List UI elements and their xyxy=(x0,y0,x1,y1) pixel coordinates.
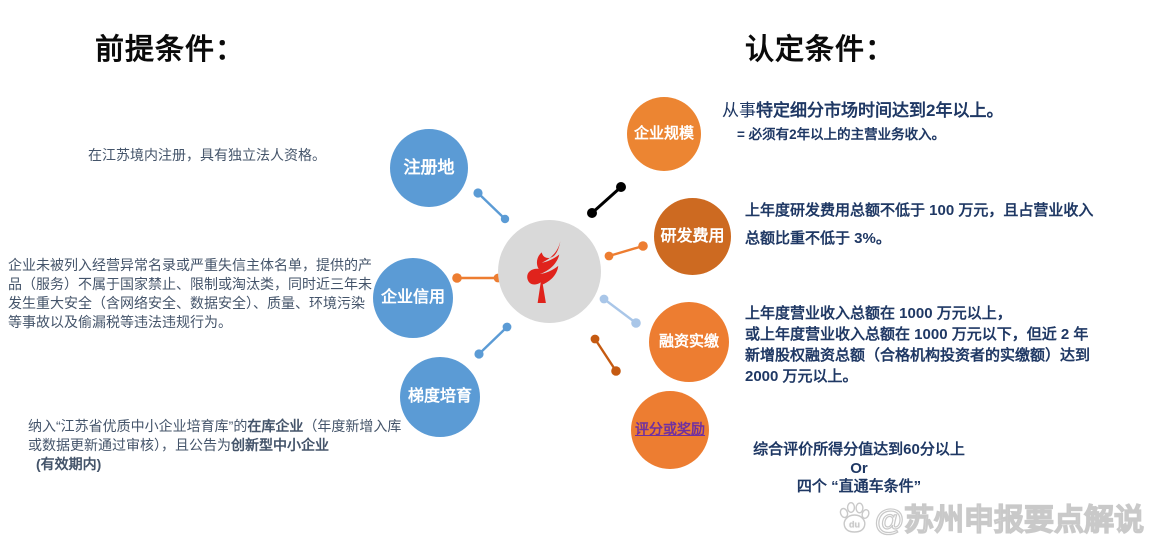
score-text-line2: Or xyxy=(850,459,868,477)
node-rnd: 研发费用 xyxy=(654,198,731,275)
rnd-text: 上年度研发费用总额不低于 100 万元，且占营业收入总额比重不低于 3%。 xyxy=(745,202,1094,247)
connector-financing xyxy=(599,294,641,328)
credit-text: 企业未被列入经营异常名录或严重失信主体名单，提供的产品（服务）不属于国家禁止、限… xyxy=(8,257,372,330)
financing-text: 上年度营业收入总额在 1000 万元以上， 或上年度营业收入总额在 1000 万… xyxy=(745,303,1100,387)
node-registration: 注册地 xyxy=(390,129,468,207)
node-rnd-label: 研发费用 xyxy=(660,227,725,245)
scale-text-lead: 从事 xyxy=(722,101,756,120)
tier-text-bold2: 创新型中小企业 xyxy=(231,437,329,453)
scale-text-line1: 从事特定细分市场时间达到2年以上。 xyxy=(722,100,1052,121)
center-logo-node xyxy=(498,220,601,323)
node-score-link-label[interactable]: 评分或奖励 xyxy=(635,421,705,438)
tier-text-run2: （年度新增入库或数据更新通过审核），且公告为 xyxy=(28,418,402,453)
node-score[interactable]: 评分或奖励 xyxy=(631,391,709,469)
score-text-line1: 综合评价所得分值达到60分以上 xyxy=(753,441,965,458)
financing-text-line1: 上年度营业收入总额在 1000 万元以上， xyxy=(745,305,1012,322)
financing-text-line2: 或上年度营业收入总额在 1000 万元以下，但近 2 年新增股权融资总额（合格机… xyxy=(745,326,1091,385)
node-credit-label: 企业信用 xyxy=(380,289,445,307)
prerequisites-title: 前提条件： xyxy=(95,34,246,66)
scale-text: 从事特定细分市场时间达到2年以上。 = 必须有2年以上的主营业务收入。 xyxy=(722,100,1052,145)
registration-text: 在江苏境内注册，具有独立法人资格。 xyxy=(88,147,326,163)
flame-logo-icon xyxy=(526,240,560,303)
connector-registration xyxy=(473,188,510,224)
node-credit: 企业信用 xyxy=(373,258,453,338)
score-text-line3: 四个 “直通车条件” xyxy=(796,478,922,495)
certification-title: 认定条件： xyxy=(745,34,896,66)
connector-scale xyxy=(587,182,626,218)
node-financing-label: 融资实缴 xyxy=(658,332,719,350)
tier-text: 纳入“江苏省优质中小企业培育库”的在库企业（年度新增入库或数据更新通过审核），且… xyxy=(28,417,410,474)
tier-text-bold3: (有效期内) xyxy=(36,456,102,472)
node-scale: 企业规模 xyxy=(627,97,701,171)
paw-du-text: du xyxy=(849,520,860,530)
connector-rnd xyxy=(604,241,648,261)
node-financing: 融资实缴 xyxy=(649,302,729,382)
baidu-paw-icon: du xyxy=(836,499,872,535)
tier-text-bold1: 在库企业 xyxy=(247,418,304,434)
node-tier: 梯度培育 xyxy=(400,357,480,437)
scale-text-subtext: = 必须有2年以上的主营业务收入。 xyxy=(737,127,946,142)
node-scale-label: 企业规模 xyxy=(633,124,694,142)
connector-tier xyxy=(474,322,512,359)
tier-text-run1: 纳入“江苏省优质中小企业培育库”的 xyxy=(28,418,248,434)
scale-text-bold: 特定细分市场时间达到2年以上。 xyxy=(756,101,1004,120)
watermark: du @苏州申报要点解说 xyxy=(836,495,1145,539)
node-tier-label: 梯度培育 xyxy=(407,388,472,406)
node-registration-label: 注册地 xyxy=(403,157,455,177)
connector-score xyxy=(590,334,621,376)
score-text: 综合评价所得分值达到60分以上 Or 四个 “直通车条件” xyxy=(694,441,1024,497)
connector-credit xyxy=(452,273,503,283)
watermark-handle: @苏州申报要点解说 xyxy=(874,503,1144,537)
